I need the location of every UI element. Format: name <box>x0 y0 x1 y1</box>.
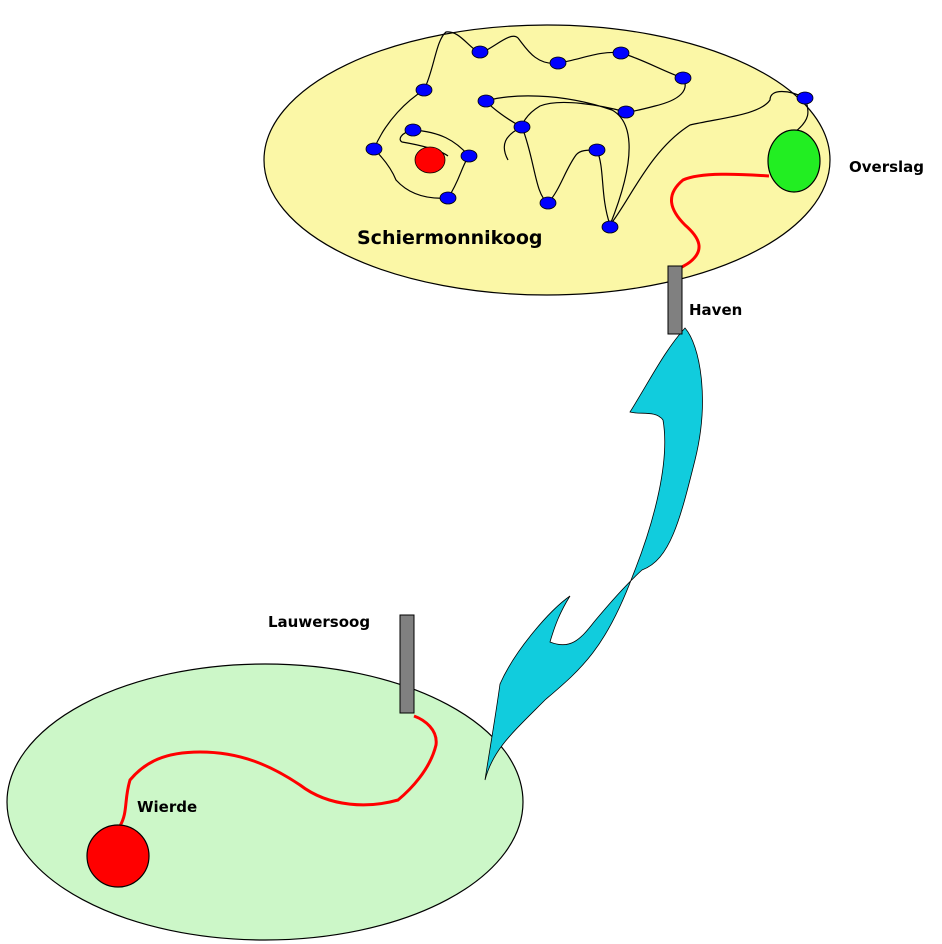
stop-dot <box>415 83 433 97</box>
stop-dot <box>617 105 635 119</box>
stop-dot <box>365 142 383 156</box>
ferry-arrow <box>484 327 703 781</box>
stop-dot <box>588 143 606 157</box>
origin-wierde <box>86 824 150 888</box>
stop-dot <box>513 120 531 134</box>
label-wierde: Wierde <box>137 798 197 816</box>
island-transport-route <box>670 172 770 273</box>
label-overslag: Overslag <box>849 158 924 176</box>
stop-dot <box>674 71 692 85</box>
stop-dot <box>549 56 567 70</box>
stop-dot <box>612 46 630 60</box>
mainland-transport-route <box>118 714 438 827</box>
stop-dot <box>460 149 478 163</box>
pier-lauwersoog <box>399 614 415 714</box>
stop-dot <box>477 94 495 108</box>
stop-dot <box>439 191 457 205</box>
pier-haven <box>667 265 683 335</box>
label-haven: Haven <box>689 301 742 319</box>
stop-dot <box>539 196 557 210</box>
mainland-area <box>6 663 524 941</box>
collection-stops <box>365 45 814 234</box>
stop-dot <box>601 220 619 234</box>
label-schiermonnikoog: Schiermonnikoog <box>357 227 543 249</box>
transfer-point-overslag <box>767 129 821 193</box>
island-depot-dot <box>414 146 446 174</box>
stop-dot <box>404 123 422 137</box>
stop-dot <box>796 91 814 105</box>
stop-dot <box>471 45 489 59</box>
island-schiermonnikoog <box>263 24 831 296</box>
label-lauwersoog: Lauwersoog <box>268 613 370 631</box>
